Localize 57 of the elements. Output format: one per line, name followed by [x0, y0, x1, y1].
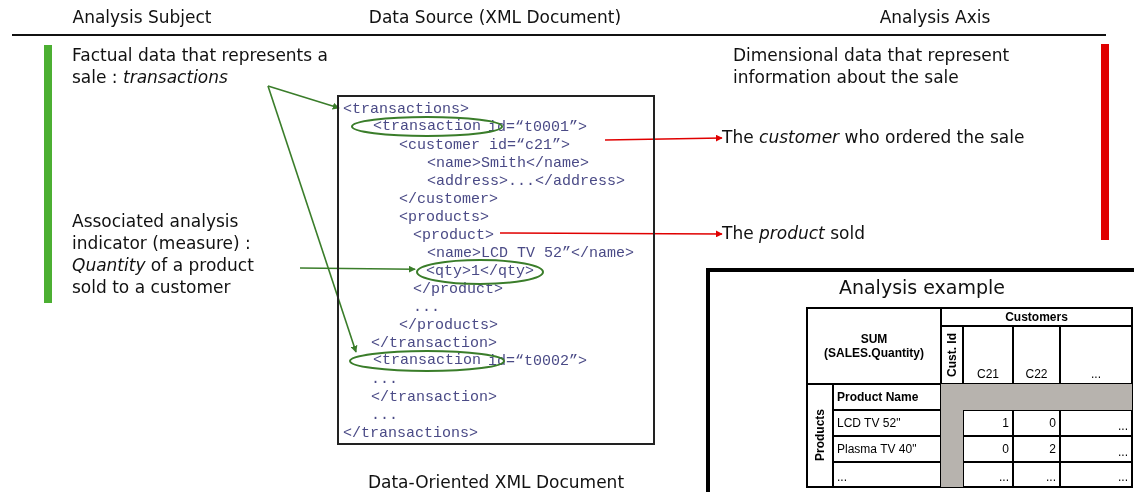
code-line: <address>...</address> [427, 173, 626, 191]
table-cell: C21 [963, 326, 1013, 384]
panel-title: Analysis example [837, 276, 1007, 298]
table-cell: ... [1013, 462, 1060, 487]
code-line: </customer> [399, 191, 499, 209]
code-text: <transaction [373, 117, 481, 136]
column-heading: Analysis Axis [879, 7, 991, 27]
table-cell: Products [807, 384, 833, 487]
code-line: <products> [399, 209, 489, 227]
code-line: ... [371, 371, 398, 389]
table-cell: ... [1060, 410, 1132, 436]
table-cell: Plasma TV 40" [833, 436, 941, 462]
code-line: </products> [399, 317, 499, 335]
table-cell: Cust. Id [941, 326, 963, 384]
code-line: </transaction> [371, 335, 498, 353]
table-cell: Customers [941, 308, 1132, 326]
table-cell: 2 [1013, 436, 1060, 462]
arrow [267, 85, 358, 353]
code-line: <customer id=“c21”> [399, 137, 571, 155]
arrow [267, 85, 340, 110]
code-line: </transaction> [371, 389, 498, 407]
example-panel [706, 268, 1134, 492]
table-cell: Product Name [833, 384, 941, 410]
table-cell: 0 [963, 436, 1013, 462]
code-line: <name>LCD TV 52”</name> [427, 245, 635, 263]
annotation-text: Factual data that represents a sale : transactions [72, 44, 352, 88]
table-cell: ... [1060, 436, 1132, 462]
table-cell: C22 [1013, 326, 1060, 384]
annotation-text: Dimensional data that represent information about the sale [733, 44, 1093, 88]
code-text: <qty>1</qty> [426, 263, 534, 281]
annotation-text: The customer who ordered the sale [722, 126, 1102, 148]
table-cell: ... [963, 462, 1013, 487]
highlight-ellipse [417, 260, 543, 284]
table-cell: 0 [1013, 410, 1060, 436]
arrow [299, 265, 416, 273]
code-line: <product> [413, 227, 494, 245]
code-line: ... [371, 407, 398, 425]
code-line: </transactions> [343, 425, 479, 443]
xml-document-box [337, 95, 655, 445]
annotation-text: The product sold [722, 222, 942, 244]
arrow [499, 230, 723, 238]
annotation-text: Associated analysis indicator (measure) : Quantity of a product sold to a customer [72, 210, 287, 298]
table-cell: SUM (SALES.Quantity) [807, 308, 941, 384]
table-cell: ... [1060, 326, 1132, 384]
table-cell: 1 [963, 410, 1013, 436]
code-line: ... [413, 299, 440, 317]
code-line: </product> [413, 281, 503, 299]
document-label: Data-Oriented XML Document [367, 472, 625, 492]
code-text: <transaction [373, 352, 481, 370]
column-heading: Analysis Subject [72, 7, 212, 27]
column-heading: Data Source (XML Document) [368, 7, 622, 27]
table-cell: ... [1060, 462, 1132, 487]
code-line: <name>Smith</name> [427, 155, 590, 173]
table-cell: LCD TV 52" [833, 410, 941, 436]
table-cell: ... [833, 462, 941, 487]
arrow [604, 134, 723, 142]
code-line: <transactions> [343, 101, 470, 119]
